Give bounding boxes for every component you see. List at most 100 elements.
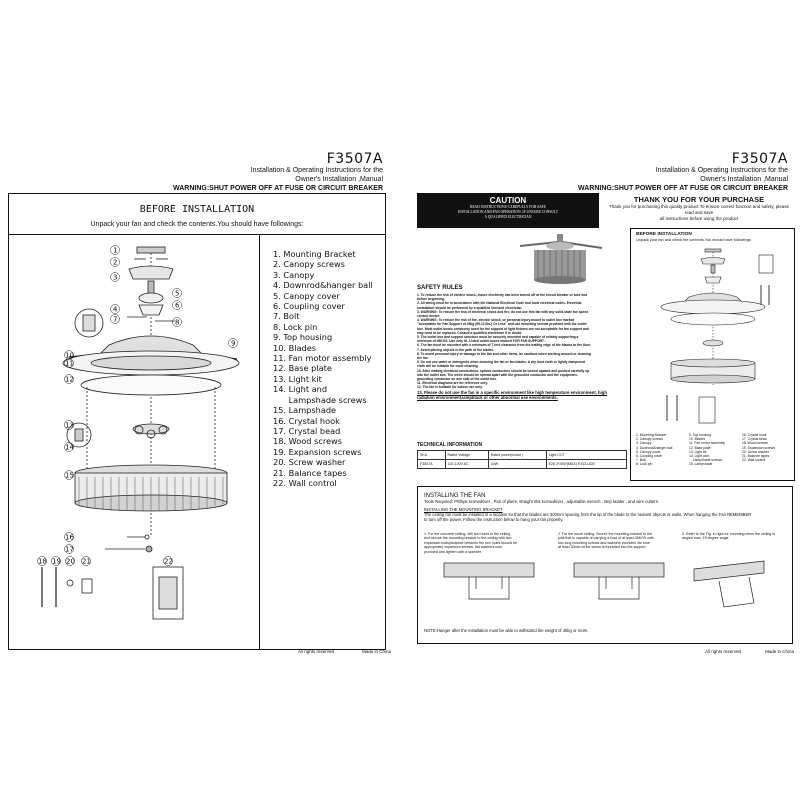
installing-the-fan-section: INSTALLING THE FAN Tools Required: Phill… xyxy=(417,486,793,644)
parts-list: 1. Mounting Bracket 2. Canopy screws 3. … xyxy=(273,249,373,488)
safety-title: SAFETY RULES xyxy=(417,285,463,291)
install-bracket-heading: INSTALLING THE MOUNTING BRACKET xyxy=(424,507,503,512)
caution-text: INSTALLATION AND FAN OPERATION. IF UNSUR… xyxy=(457,210,559,214)
safety-rule: installation should be performed by a qu… xyxy=(417,305,523,310)
mini-parts-list: 1. Mounting Bracket 2. Canopy screws 3. … xyxy=(636,433,791,467)
safety-rule: 5. The outlet box and support structure … xyxy=(417,335,579,340)
safety-rule: control device. xyxy=(417,314,441,319)
parts-list-item: 21. Balance tapes xyxy=(273,467,347,478)
install-step-2: 2. For the wood ceiling, Secure the moun… xyxy=(558,532,654,550)
install-title: INSTALLING THE FAN xyxy=(424,493,486,499)
safety-rule: "Acceptable for Fan Support of 45kg (99.… xyxy=(417,322,587,327)
footer-rights: All rights reserved xyxy=(705,649,742,654)
callout-number: 6 xyxy=(175,302,180,310)
table-cell: E26 3*25W(MAX) EXCLUDE xyxy=(545,459,628,469)
before-installation-panel-small: BEFORE INSTALLATION Unpack your fan and … xyxy=(630,228,795,481)
callout-number: 17 xyxy=(65,546,74,554)
callout-number: 16 xyxy=(65,534,74,542)
parts-list-item: 19. Expansion screws xyxy=(742,445,775,450)
parts-list-item: 13. Light kit xyxy=(273,373,322,384)
parts-list-item: 7. Bolt xyxy=(636,458,646,463)
safety-rule: box. Most outlet boxes commonly used for… xyxy=(417,326,589,331)
parts-list-item: 1. Mounting Bracket xyxy=(636,433,667,437)
step-line: appropriate) expansion screws, flat wash… xyxy=(424,545,502,550)
step-line: at least 30mm of the screw is threaded i… xyxy=(558,545,647,550)
parts-list-item: 15. Lampshade xyxy=(689,462,713,467)
before-installation-title: BEFORE INSTALLATION xyxy=(139,204,255,215)
header-warning: WARNING:SHUT POWER OFF AT FUSE OR CIRCUI… xyxy=(173,185,383,192)
table-cell: 110-120V AC xyxy=(444,459,489,469)
technical-info-table: SKU Rated Voltage Rated power(motor) Lig… xyxy=(417,450,628,469)
parts-list-item: 5. Canopy cover xyxy=(273,290,340,301)
parts-list-item: 15. Lampshade xyxy=(273,405,337,416)
header-line-2: Owner's Installation ,Manual xyxy=(295,176,383,183)
callout-number: 3 xyxy=(113,274,117,282)
parts-list-item: 6. Coupling cover xyxy=(273,301,345,312)
parts-list-item: 16. Crystal hook xyxy=(273,415,340,426)
safety-rule: 9. Do not use water or detergents when c… xyxy=(417,360,585,365)
parts-list-item: 18. Wood screws xyxy=(273,436,343,447)
parts-list-item: Lampshade screws xyxy=(273,394,367,405)
callout-number: 20 xyxy=(66,558,75,566)
table-header-cell: Rated Voltage xyxy=(444,450,489,460)
parts-list-item: 3. Canopy xyxy=(636,441,652,446)
safety-rule: 6. The fan must be mounted with a minimu… xyxy=(417,343,592,348)
callout-number: 5 xyxy=(175,290,179,298)
table-header-row: SKU Rated Voltage Rated power(motor) Lig… xyxy=(417,450,628,460)
safety-rule: 4. WARNING: To reduce the risk of fire, … xyxy=(417,318,575,323)
safety-rule: 8. To avoid personal injury or damage to… xyxy=(417,351,591,356)
callout-number: 2 xyxy=(113,259,117,267)
parts-list-item: 6. Coupling cover xyxy=(636,454,663,459)
parts-list-item: 22. Wall control xyxy=(273,477,337,488)
parts-list-item: 18. Wood screws xyxy=(742,441,768,446)
step-line: 3. Refer to the Fig. in right for mounti… xyxy=(682,532,775,536)
parts-list-item: 10. Blades xyxy=(689,437,706,442)
step-line: 1. For the concrete ceiling, drill two h… xyxy=(424,532,511,536)
safety-rule: 7. Avoid placing objects in the path of … xyxy=(417,347,495,352)
parts-list-item: 7. Bolt xyxy=(273,311,300,322)
safety-rule: before beginning. xyxy=(417,297,445,302)
callout-number: 19 xyxy=(52,558,61,566)
before-installation-subtitle: Unpack your fan and check the contents.Y… xyxy=(90,221,304,228)
divider xyxy=(9,234,385,235)
header-line-1: Installation & Operating Instructions fo… xyxy=(250,167,383,174)
parts-list-item: 13. Light kit xyxy=(689,449,707,454)
right-manual-page: F3507A Installation & Operating Instruct… xyxy=(405,0,800,800)
callout-number: 13 xyxy=(65,422,74,430)
parts-list-item: 11. Fan motor assembly xyxy=(689,441,726,446)
caution-banner: CAUTION READ INSTRUCTIONS CAREFULLY FOR … xyxy=(417,193,599,228)
thank-you-text: all instructions before using the produc… xyxy=(659,216,739,221)
safety-rule: into the outlet box. The wires should be… xyxy=(417,372,578,377)
parts-list-item: 14. Light and xyxy=(689,454,709,459)
exploded-parts-diagram: 1 2 3 5 6 4 7 8 9 10 11 12 13 14 15 16 1… xyxy=(37,245,240,620)
install-step-3: 3. Refer to the Fig. in right for mounti… xyxy=(682,532,775,541)
step-line: expansion bolts(distance between the two… xyxy=(424,540,517,545)
callout-number: 7 xyxy=(113,316,117,324)
parts-list-item: 2. Canopy screws xyxy=(273,259,345,270)
parts-list-item: Lampshade screws xyxy=(689,458,722,463)
parts-list-item: 12. Base plate xyxy=(689,445,711,450)
parts-list-item: 9. Top housing xyxy=(689,433,711,437)
callout-number: 8 xyxy=(175,319,179,327)
step-line: angled max. 15 degree angle xyxy=(682,536,729,541)
safety-rule: the fan. xyxy=(417,356,429,361)
left-manual-page: F3507A Installation & Operating Instruct… xyxy=(0,0,395,800)
thank-you-title: THANK YOU FOR YOUR PURCHASE xyxy=(633,195,765,204)
parts-list-item: 8. Lock pin xyxy=(636,462,653,467)
safety-rule: 3. WARNING: To reduce the risk of electr… xyxy=(417,309,589,314)
callout-number: 15 xyxy=(65,472,74,480)
before-installation-panel: BEFORE INSTALLATION Unpack your fan and … xyxy=(8,193,386,650)
table-header-cell: SKU xyxy=(417,450,446,460)
install-paragraph-line: to turn off the power. Follow the instru… xyxy=(424,517,564,522)
parts-list-item: 5. Canopy cover xyxy=(636,449,661,454)
parts-list-item: 10. Blades xyxy=(273,342,317,353)
safety-rule: minimum of 45KGS. Use only UL Listed out… xyxy=(417,339,545,344)
install-paragraph-line: The ceiling fan must be installed in a l… xyxy=(424,512,752,517)
install-illustrations xyxy=(443,560,765,608)
safety-rule: 13. Please do not use the fan in a speci… xyxy=(417,389,607,395)
thank-you-section: THANK YOU FOR YOUR PURCHASE Thank you fo… xyxy=(605,193,793,222)
parts-list-item: 17. Crystal bead xyxy=(273,425,341,436)
header-line-2: Owner's Installation ,Manual xyxy=(700,176,788,183)
parts-list-item: 9. Top housing xyxy=(273,332,333,343)
parts-list-item: 20. Screw washer xyxy=(742,449,769,454)
